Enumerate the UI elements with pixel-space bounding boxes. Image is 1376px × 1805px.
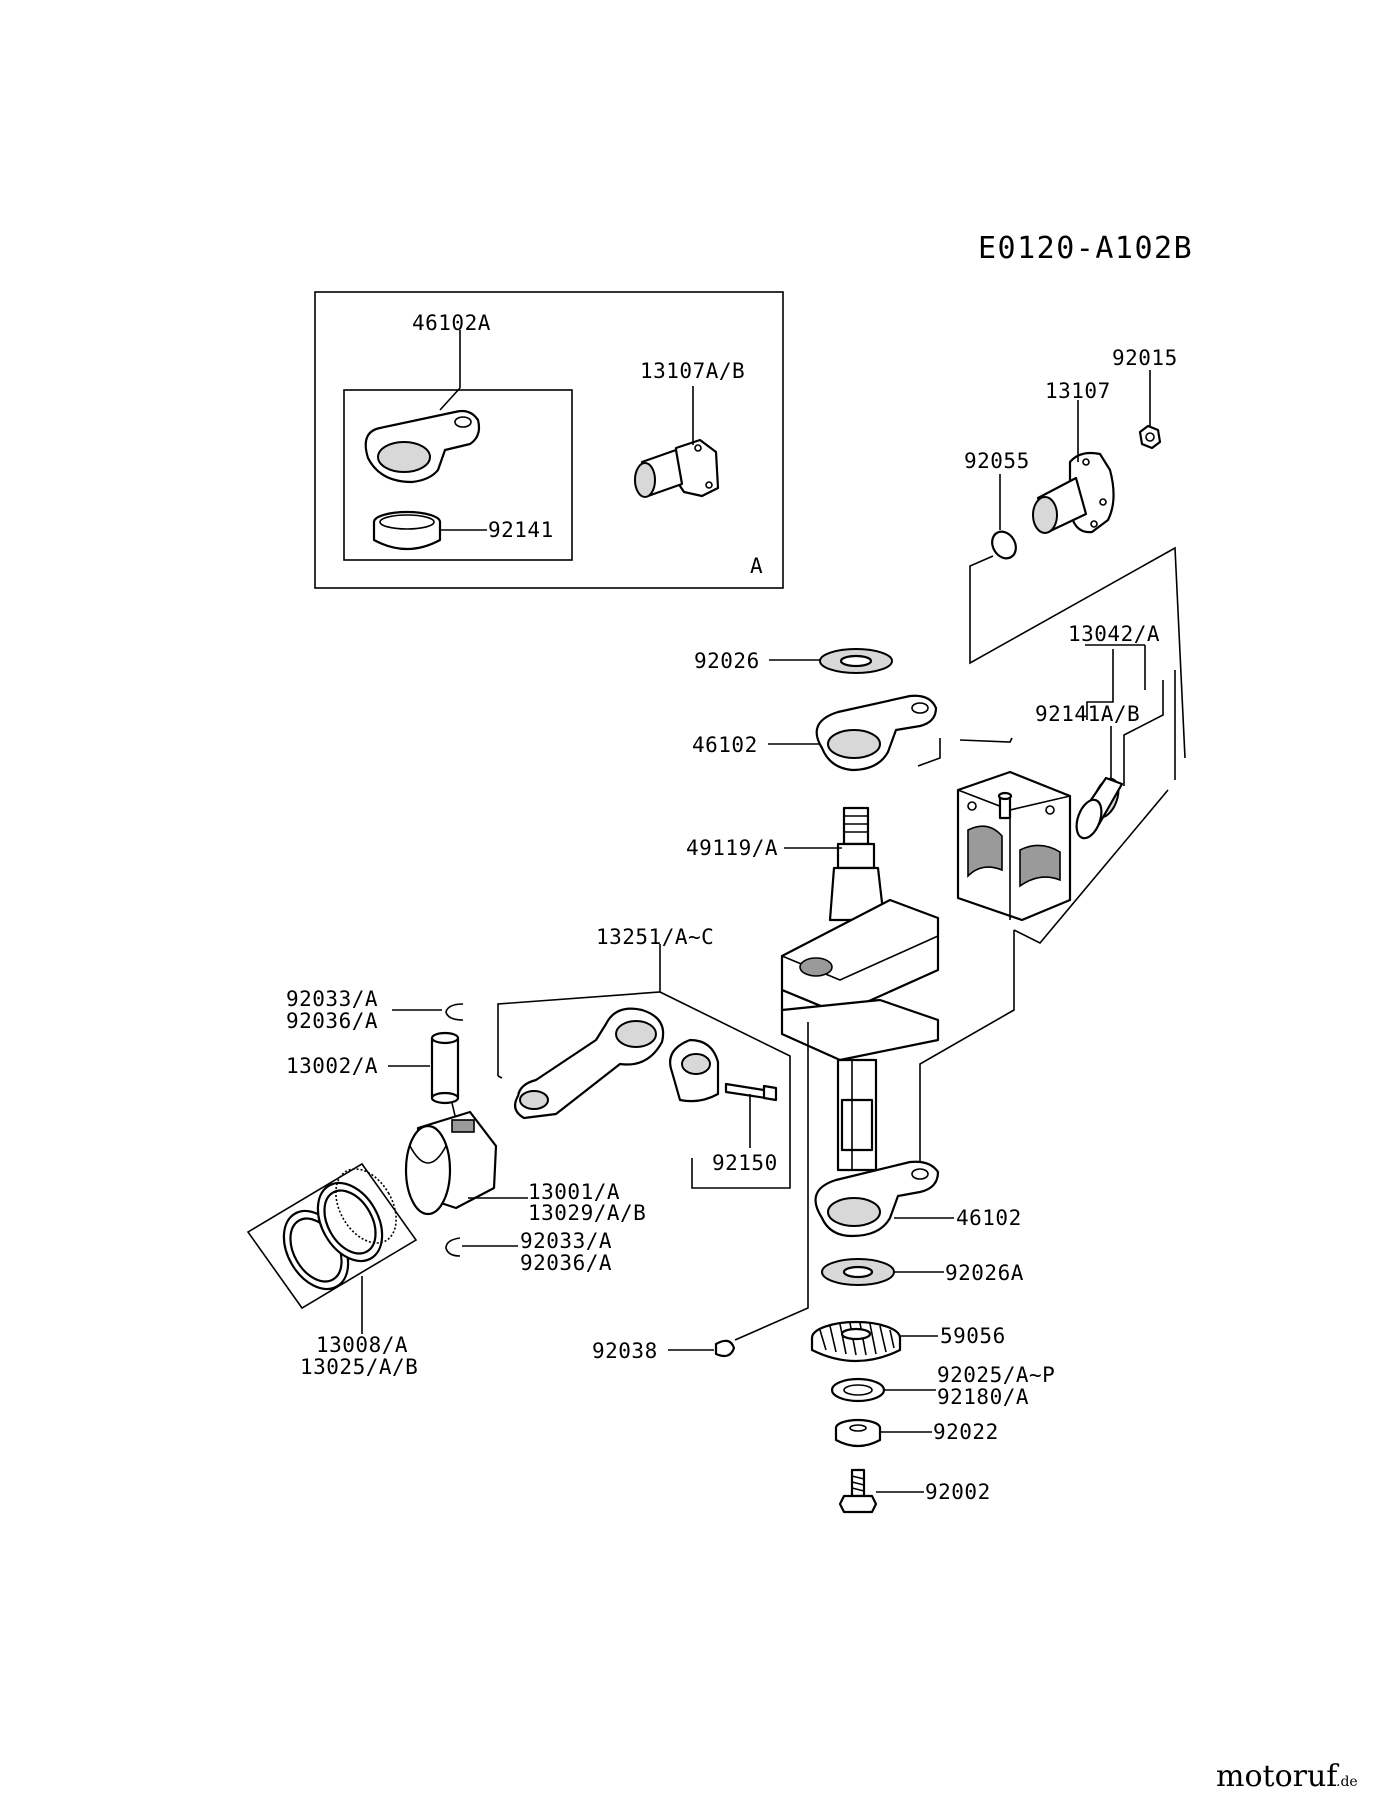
part-clip-bottom <box>445 1237 461 1257</box>
part-bolt-92150 <box>724 1082 778 1102</box>
part-nut-92015 <box>1138 424 1162 450</box>
part-piston-rings <box>246 1162 418 1310</box>
part-crankshaft-49119A <box>780 806 940 1172</box>
label-92015: 92015 <box>1112 346 1178 370</box>
label-49119A: 49119/A <box>686 836 778 860</box>
label-59056: 59056 <box>940 1324 1006 1348</box>
label-92180A: 92180/A <box>937 1385 1029 1409</box>
label-92141: 92141 <box>488 518 554 542</box>
label-92033A-top: 92033/A <box>286 987 378 1011</box>
part-clip-top <box>445 1003 464 1021</box>
label-92036A-top: 92036/A <box>286 1009 378 1033</box>
group-13251AC-frame <box>497 944 791 1189</box>
label-92141AB: 92141A/B <box>1035 702 1140 726</box>
label-13107AB: 13107A/B <box>640 359 745 383</box>
label-13008A: 13008/A <box>316 1333 408 1357</box>
part-washer-92026A <box>821 1258 895 1286</box>
watermark-suffix: .de <box>1336 1774 1358 1790</box>
label-92026: 92026 <box>694 649 760 673</box>
label-92150: 92150 <box>712 1151 778 1175</box>
part-bolt-92002 <box>838 1468 878 1514</box>
part-washer-92026 <box>819 648 893 674</box>
part-bushing-92141 <box>372 510 442 550</box>
label-13001A: 13001/A <box>528 1180 620 1204</box>
part-weight-46102-top <box>815 694 938 772</box>
watermark-logo: motoruf .de <box>1216 1759 1358 1794</box>
part-piston <box>404 1110 498 1216</box>
part-shaft-13107 <box>1032 451 1115 534</box>
diagram-code: E0120-A102B <box>978 231 1193 266</box>
label-92022: 92022 <box>933 1420 999 1444</box>
label-13025AB: 13025/A/B <box>300 1355 418 1379</box>
label-92055: 92055 <box>964 449 1030 473</box>
label-92002: 92002 <box>925 1480 991 1504</box>
label-92026A: 92026A <box>945 1261 1024 1285</box>
part-balancer-block <box>956 770 1072 922</box>
part-connecting-rod <box>513 1007 665 1120</box>
part-rod-cap <box>669 1038 720 1103</box>
label-46102-top: 46102 <box>692 733 758 757</box>
part-washer-92025 <box>830 1377 886 1403</box>
label-92038: 92038 <box>592 1339 658 1363</box>
part-bushing-92141AB <box>1075 776 1124 840</box>
part-connecting-rod-kit <box>364 409 481 484</box>
group-13042A-bracket <box>917 546 1186 944</box>
label-13029AB: 13029/A/B <box>528 1201 646 1225</box>
part-spacer-92022 <box>834 1418 882 1448</box>
label-13251AC: 13251/A~C <box>596 925 714 949</box>
label-92025AP: 92025/A~P <box>937 1363 1055 1387</box>
watermark-brand: motoruf <box>1216 1759 1339 1794</box>
part-o-ring-92055 <box>991 530 1017 560</box>
label-92033A-bot: 92033/A <box>520 1229 612 1253</box>
label-13107: 13107 <box>1045 379 1111 403</box>
part-key-92038 <box>714 1339 736 1358</box>
part-gear-59056 <box>810 1320 902 1363</box>
part-piston-pin <box>430 1031 460 1105</box>
label-92036A-bot: 92036/A <box>520 1251 612 1275</box>
kit-box-letter: A <box>750 554 763 578</box>
label-46102-bottom: 46102 <box>956 1206 1022 1230</box>
part-weight-46102-bottom <box>814 1160 940 1238</box>
label-13042A: 13042/A <box>1068 622 1160 646</box>
label-13002A: 13002/A <box>286 1054 378 1078</box>
part-shaft-13107AB <box>634 438 720 498</box>
label-46102A: 46102A <box>412 311 491 335</box>
